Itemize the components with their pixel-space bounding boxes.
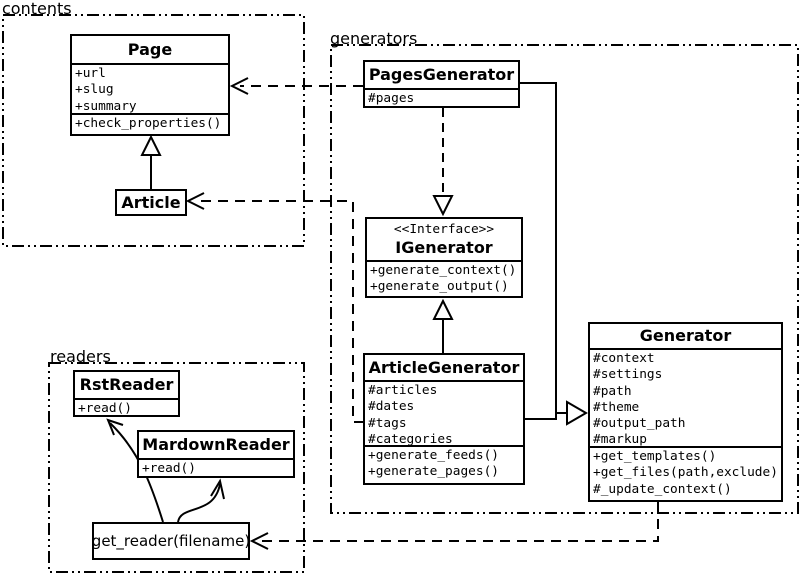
class-igenerator-title: IGenerator bbox=[395, 238, 493, 257]
class-pagesgenerator-attributes: #pages bbox=[365, 88, 518, 106]
inheritance-article-to-page bbox=[140, 134, 162, 189]
class-article-title: Article bbox=[121, 193, 181, 212]
association-getreader-to-mardownreader bbox=[177, 478, 225, 523]
package-generators-border bbox=[330, 44, 799, 514]
attribute: #articles bbox=[368, 383, 438, 398]
realization-pagesgenerator-to-igenerator bbox=[432, 108, 454, 217]
stereotype: <<Interface>> bbox=[393, 222, 495, 237]
attribute: #settings bbox=[593, 367, 663, 383]
method: +read() bbox=[78, 401, 132, 416]
method: #_update_context() bbox=[593, 481, 732, 497]
class-generator: Generator #context #settings #path #them… bbox=[588, 322, 783, 502]
class-mardownreader: MardownReader +read() bbox=[137, 430, 295, 478]
attribute: #markup bbox=[593, 432, 647, 448]
method: +generate_pages() bbox=[368, 464, 499, 480]
inheritance-generators-to-generator bbox=[520, 82, 588, 426]
class-rstreader: RstReader +read() bbox=[73, 370, 180, 417]
dependency-articlegenerator-to-article bbox=[185, 192, 364, 423]
class-page-attributes: +url +slug +summary bbox=[72, 63, 228, 114]
class-generator-title: Generator bbox=[639, 326, 732, 345]
attribute: #pages bbox=[368, 91, 415, 106]
package-generators-label: generators bbox=[330, 29, 418, 48]
method: +read() bbox=[142, 461, 196, 476]
attribute: #dates bbox=[368, 399, 415, 415]
package-contents-border bbox=[2, 14, 305, 247]
class-generator-attributes: #context #settings #path #theme #output_… bbox=[590, 348, 781, 448]
method: +generate_feeds() bbox=[368, 448, 499, 463]
attribute: +slug bbox=[75, 82, 114, 98]
class-rstreader-title: RstReader bbox=[79, 375, 174, 394]
attribute: #path bbox=[593, 383, 632, 399]
function-get-reader-label: get_reader(filename) bbox=[91, 532, 251, 550]
class-articlegenerator: ArticleGenerator #articles #dates #tags … bbox=[363, 353, 525, 485]
method: +generate_output() bbox=[370, 279, 509, 295]
attribute: #output_path bbox=[593, 416, 686, 432]
package-readers-border bbox=[48, 362, 305, 573]
inheritance-articlegenerator-to-igenerator bbox=[432, 298, 454, 353]
class-igenerator-header: <<Interface>> IGenerator bbox=[367, 219, 521, 260]
attribute: #theme bbox=[593, 399, 640, 415]
package-contents-label: contents bbox=[2, 0, 72, 18]
class-articlegenerator-attributes: #articles #dates #tags #categories bbox=[365, 380, 523, 447]
package-readers-label: readers bbox=[50, 347, 111, 366]
method: +get_files(path,exclude) bbox=[593, 465, 778, 481]
method: +generate_context() bbox=[370, 263, 517, 278]
method: +get_templates() bbox=[593, 449, 717, 464]
attribute: +url bbox=[75, 66, 106, 81]
class-articlegenerator-title: ArticleGenerator bbox=[368, 358, 520, 377]
class-pagesgenerator: PagesGenerator #pages bbox=[363, 60, 520, 108]
class-generator-methods: +get_templates() +get_files(path,exclude… bbox=[590, 446, 781, 500]
class-igenerator-methods: +generate_context() +generate_output() bbox=[367, 260, 521, 296]
class-pagesgenerator-title: PagesGenerator bbox=[368, 65, 515, 84]
method: +check_properties() bbox=[75, 116, 222, 131]
class-page: Page +url +slug +summary +check_properti… bbox=[70, 34, 230, 136]
function-get-reader: get_reader(filename) bbox=[92, 522, 250, 560]
dependency-generator-to-getreader bbox=[249, 502, 659, 550]
class-rstreader-methods: +read() bbox=[75, 398, 178, 416]
attribute: #context bbox=[593, 351, 655, 366]
attribute: +summary bbox=[75, 98, 137, 114]
class-page-title: Page bbox=[127, 40, 173, 59]
class-igenerator: <<Interface>> IGenerator +generate_conte… bbox=[365, 217, 523, 298]
class-page-methods: +check_properties() bbox=[72, 113, 228, 134]
dependency-pagesgenerator-to-page bbox=[229, 77, 363, 95]
class-articlegenerator-methods: +generate_feeds() +generate_pages() bbox=[365, 445, 523, 483]
class-article: Article bbox=[115, 189, 187, 216]
attribute: #tags bbox=[368, 415, 407, 431]
class-mardownreader-methods: +read() bbox=[139, 458, 293, 476]
class-mardownreader-title: MardownReader bbox=[142, 435, 290, 454]
attribute: #categories bbox=[368, 431, 453, 447]
